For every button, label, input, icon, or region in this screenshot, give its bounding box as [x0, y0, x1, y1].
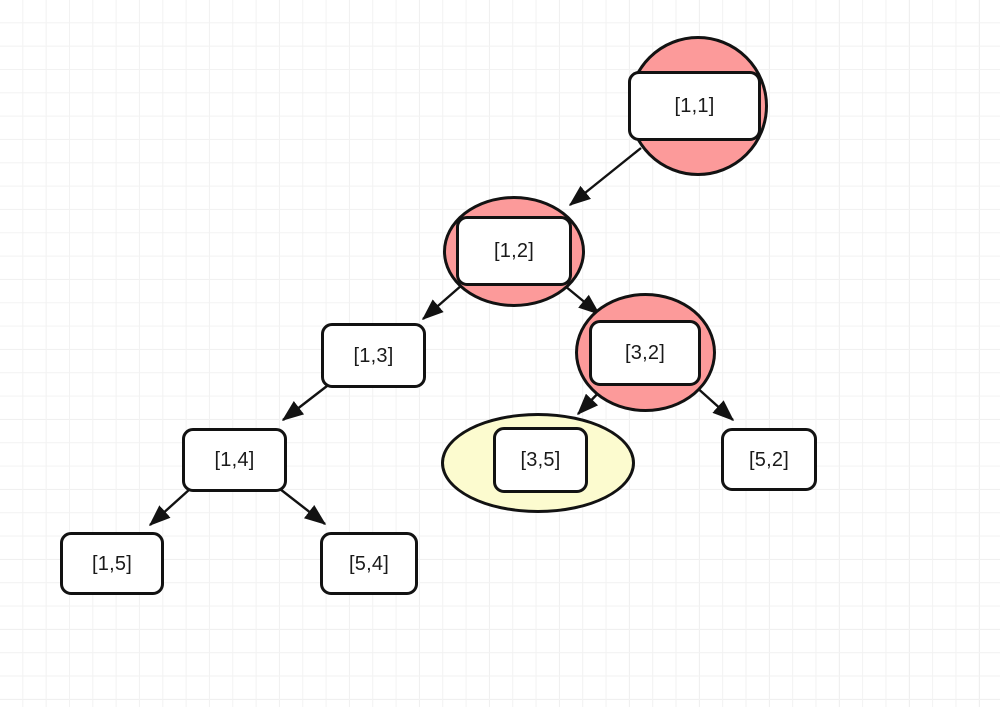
- node-label: [1,1]: [674, 95, 715, 117]
- edge-n12-to-n32: [564, 285, 601, 315]
- node-box[interactable]: [1,1]: [628, 71, 761, 141]
- node-box[interactable]: [1,5]: [60, 532, 164, 595]
- node-label: [1,4]: [214, 449, 255, 471]
- node-label: [1,2]: [494, 240, 534, 262]
- edge-n14-to-n54: [279, 488, 327, 525]
- node-box[interactable]: [1,2]: [456, 216, 572, 286]
- node-label: [1,5]: [92, 552, 132, 575]
- node-box[interactable]: [3,5]: [493, 427, 588, 493]
- node-label: [5,2]: [749, 448, 789, 471]
- node-label: [3,5]: [520, 449, 561, 471]
- node-box[interactable]: [1,3]: [321, 323, 426, 388]
- node-label: [3,2]: [625, 342, 665, 364]
- node-label: [1,3]: [353, 344, 394, 367]
- edge-n14-to-n15: [148, 488, 191, 526]
- node-label: [5,4]: [349, 552, 389, 575]
- edge-n12-to-n13: [421, 284, 463, 320]
- edge-n11-to-n12: [568, 147, 642, 206]
- node-box[interactable]: [5,2]: [721, 428, 817, 491]
- edge-n13-to-n14: [281, 385, 328, 421]
- node-box[interactable]: [5,4]: [320, 532, 418, 595]
- node-box[interactable]: [3,2]: [589, 320, 701, 386]
- node-box[interactable]: [1,4]: [182, 428, 287, 492]
